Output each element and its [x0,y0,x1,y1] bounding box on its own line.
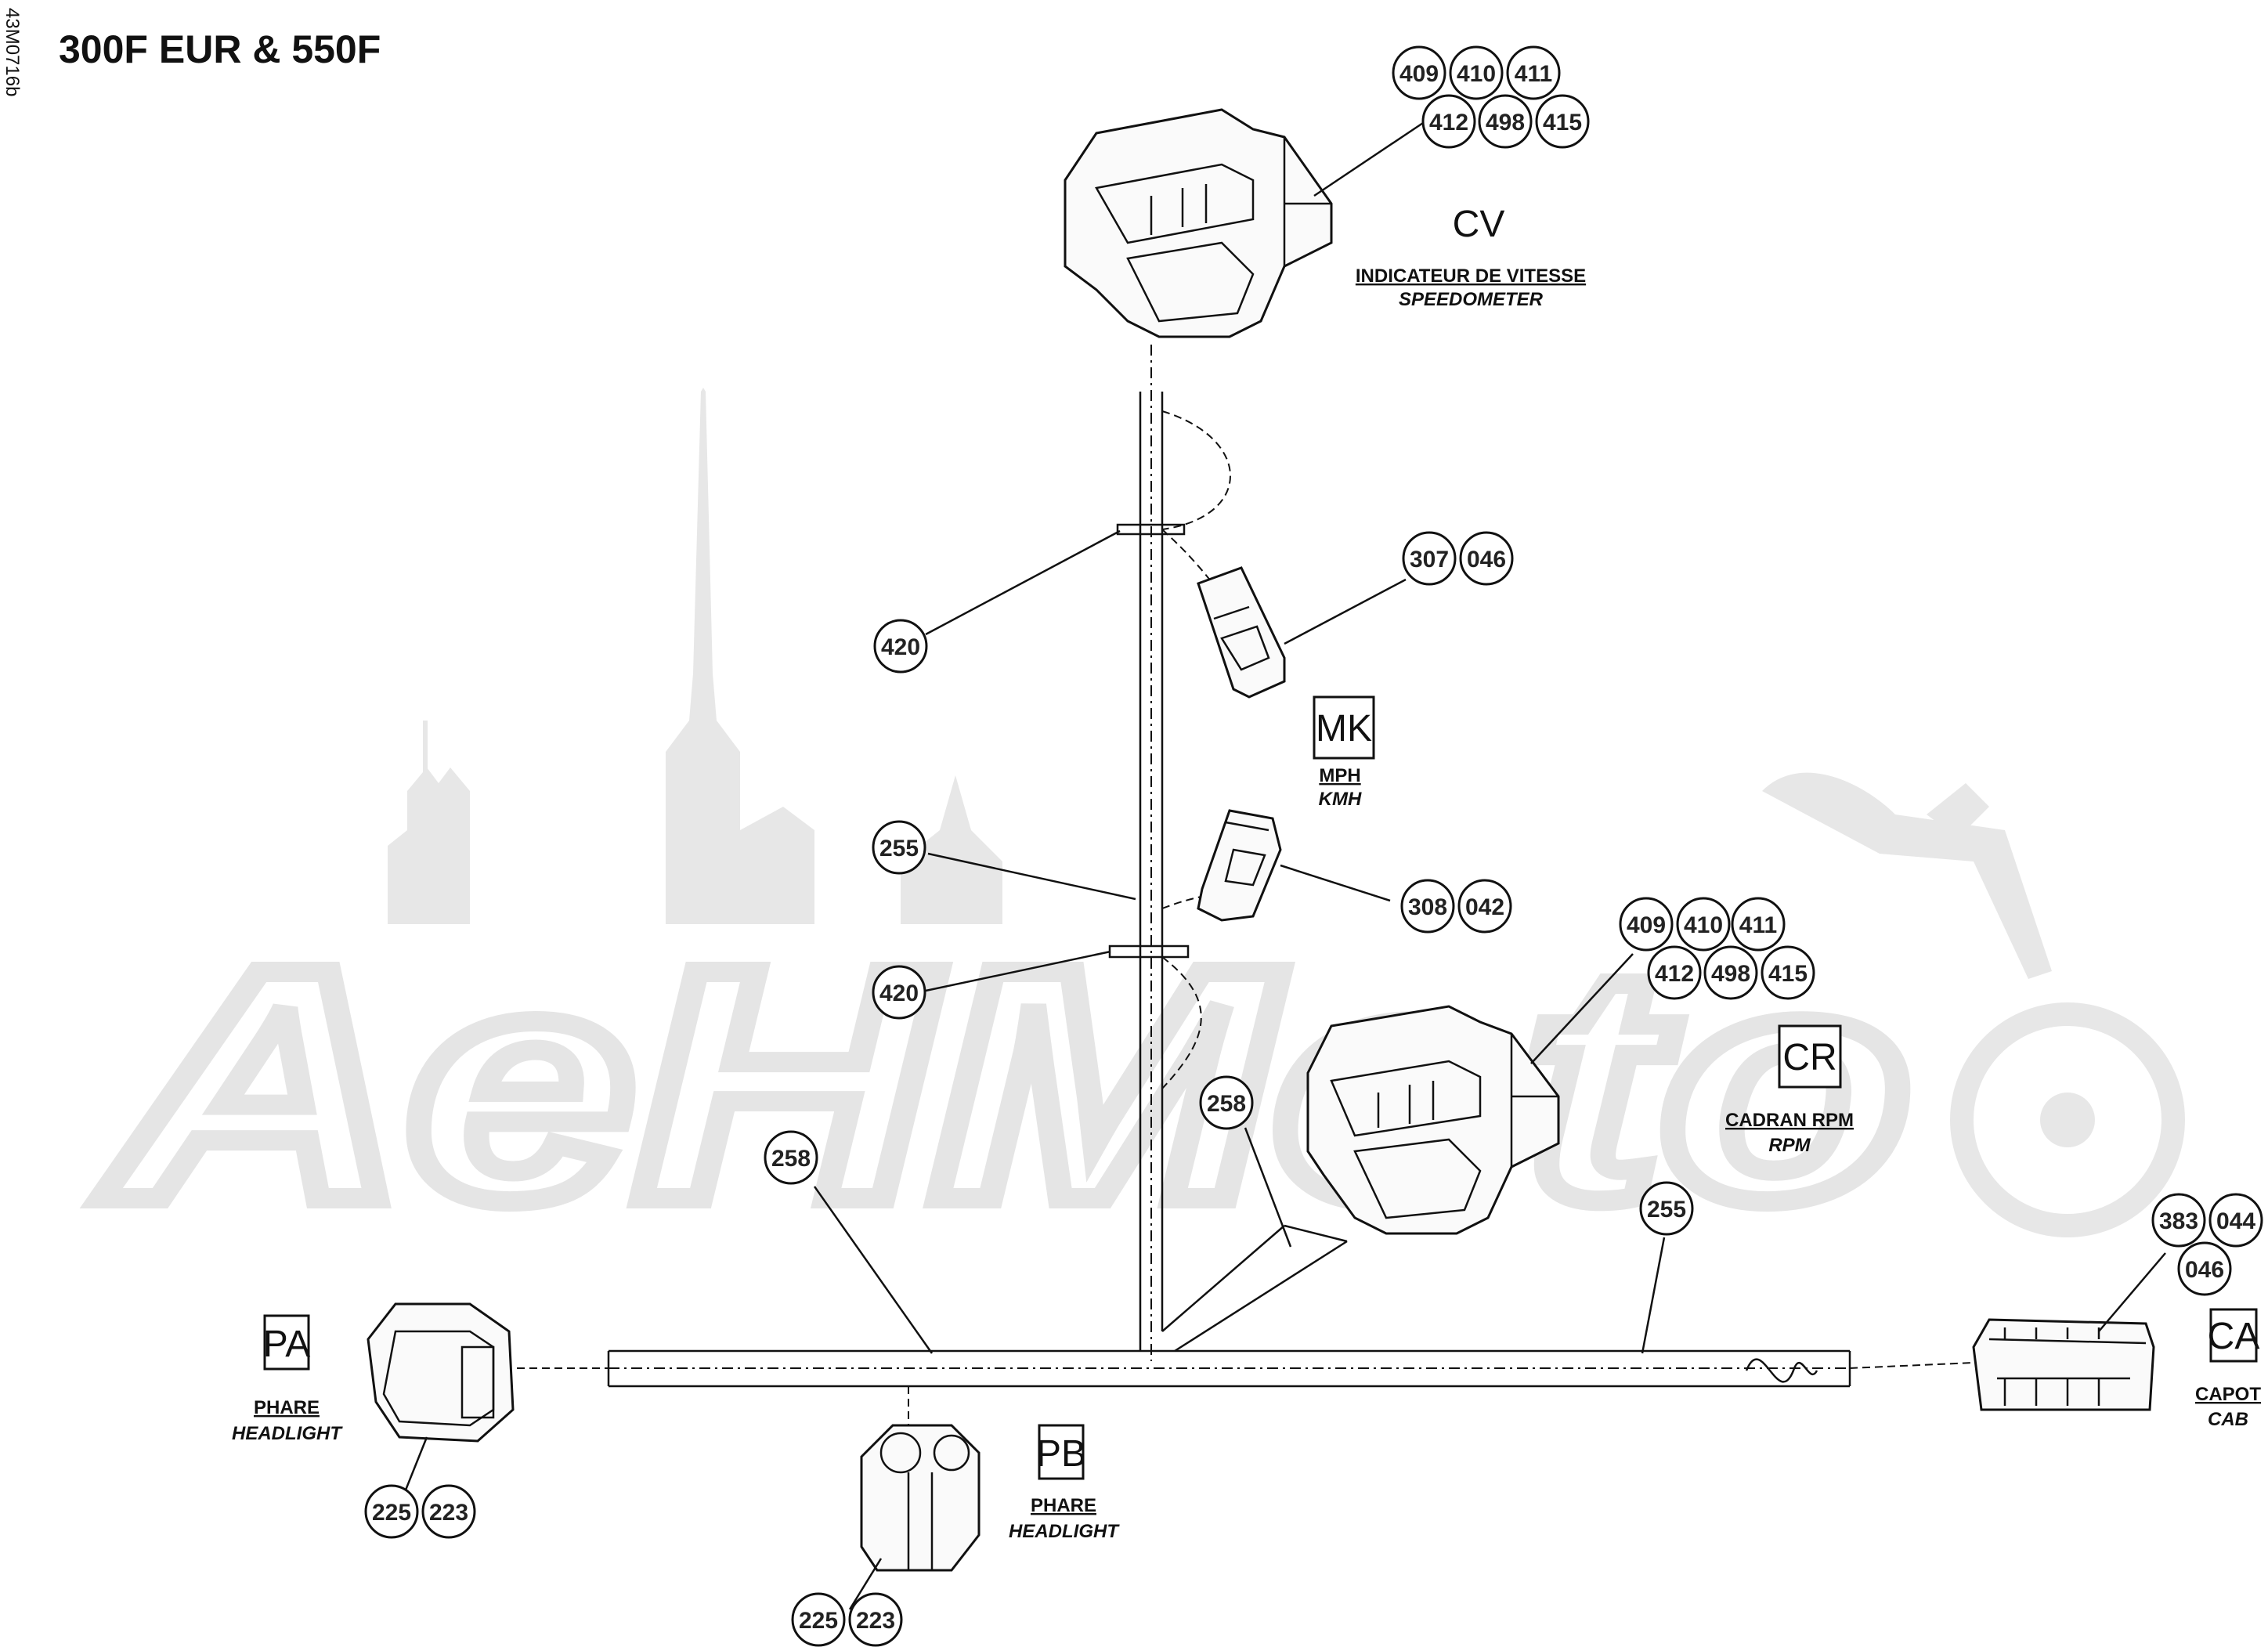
callout-pb-refs: 225 223 [791,1592,903,1647]
label-speedometer-fr: INDICATEUR DE VITESSE [1356,265,1586,287]
ref-number: 307 [1410,547,1449,572]
callout-sleeve-left: 258 [764,1130,818,1185]
speedometer-connector [1064,108,1333,338]
label-kmh: KMH [1319,789,1362,810]
ref-number: 498 [1711,961,1750,987]
label-rpm-en: RPM [1768,1135,1811,1156]
headlight-connector-pb [860,1424,981,1572]
rpm-connector [1306,1005,1560,1235]
ref-number: 409 [1399,61,1439,87]
callout-sleeve-vertical: 255 [872,820,926,875]
code-pb-box [1038,1424,1085,1480]
ref-number: 412 [1429,110,1468,135]
ref-number: 420 [879,981,919,1006]
ref-number: 044 [2216,1208,2255,1234]
code-cr-box [1778,1024,1842,1089]
callout-pa-refs: 225 223 [364,1484,476,1539]
callout-tie-upper: 420 [873,619,928,674]
label-headlight-pa: HEADLIGHT [232,1423,343,1444]
code-pa-box [263,1314,310,1371]
ref-number: 258 [771,1146,811,1172]
code-mk-box [1313,695,1375,760]
label-headlight-pb: HEADLIGHT [1009,1521,1120,1542]
code-cr: CR [1782,1037,1836,1078]
code-cv: CV [1453,204,1505,245]
ref-number: 420 [881,634,920,660]
ref-number: 223 [429,1500,468,1526]
watermark-skyline [388,388,1002,924]
label-phare-pb: PHARE [1031,1495,1096,1516]
ref-number: 308 [1408,894,1447,920]
ref-number: 042 [1465,894,1504,920]
callout-ca-refs: 383 044 046 [2151,1193,2263,1296]
ref-number: 383 [2159,1208,2198,1234]
ref-number: 258 [1207,1091,1246,1117]
callout-sleeve-right: 255 [1639,1181,1694,1236]
mph-kmh-connector-bottom [1197,809,1282,922]
tie-wrap-upper [1116,523,1186,536]
ref-number: 411 [1515,61,1552,87]
ref-number: 046 [1467,547,1506,572]
ref-number: 410 [1684,912,1723,938]
ref-number: 255 [1647,1197,1686,1223]
mph-kmh-connector-top [1197,566,1286,699]
ref-number: 415 [1768,961,1808,987]
cab-connector [1972,1318,2155,1411]
callout-mk-refs-b: 308 042 [1400,879,1512,934]
code-ca-box [2209,1308,2258,1363]
watermark: AeHMoto [87,388,2185,1279]
ref-number: 498 [1486,110,1525,135]
leader-lines [402,120,2166,1610]
callout-cv-refs: 409 410 411 412 498 415 [1392,45,1590,149]
code-ca: CA [2208,1316,2260,1357]
label-capot: CAPOT [2195,1384,2261,1405]
label-rpm-fr: CADRAN RPM [1725,1110,1854,1131]
watermark-text: AeHMoto [97,901,1911,1269]
ref-number: 255 [879,836,919,861]
ref-number: 046 [2185,1257,2224,1283]
ref-number: 409 [1627,912,1666,938]
label-phare-pa: PHARE [254,1397,320,1418]
label-cab: CAB [2208,1409,2248,1430]
watermark-motorcycle [1762,772,2185,1237]
code-pb: PB [1036,1433,1086,1475]
document-id: 43M0716b [2,8,23,96]
ref-number: 225 [799,1608,838,1634]
ref-number: 223 [856,1608,895,1634]
headlight-connector-pa [367,1302,515,1443]
page-title: 300F EUR & 550F [59,27,381,71]
callout-mk-refs-a: 307 046 [1402,531,1514,586]
ref-number: 412 [1655,961,1694,987]
ref-number: 225 [372,1500,411,1526]
label-mph: MPH [1319,765,1360,786]
ref-number: 411 [1739,912,1777,938]
label-speedometer-en: SPEEDOMETER [1399,289,1544,310]
callout-sleeve-branch: 258 [1199,1075,1254,1130]
code-mk: MK [1316,708,1372,749]
ref-number: 410 [1457,61,1496,87]
code-pa: PA [263,1324,310,1365]
callout-tie-lower: 420 [872,965,926,1020]
ref-number: 415 [1543,110,1582,135]
callout-cr-refs: 409 410 411 412 498 415 [1619,897,1815,1000]
